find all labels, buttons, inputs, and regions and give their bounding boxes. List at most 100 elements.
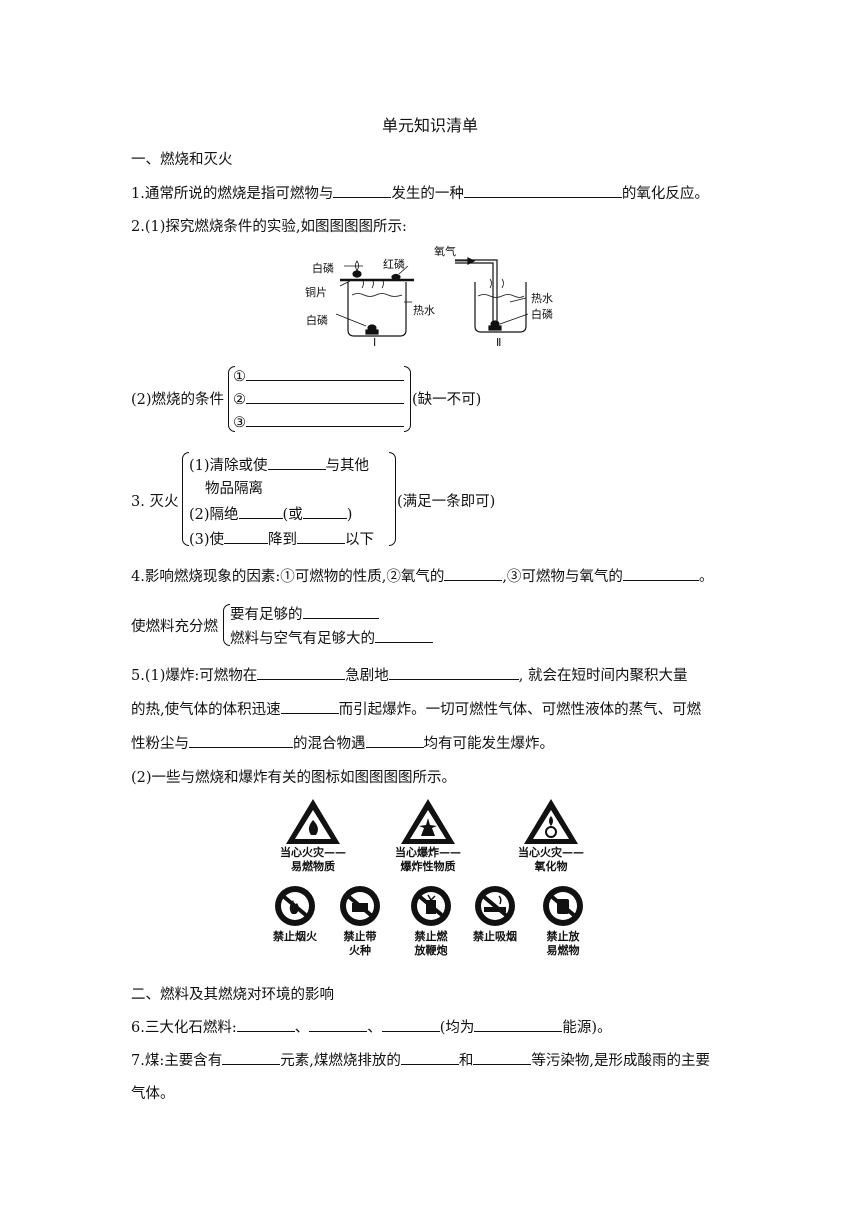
caption: 禁止放易燃物 (528, 930, 598, 958)
no-tinder-icon (340, 886, 380, 926)
q3-text: 以下 (345, 532, 375, 548)
blank[interactable] (302, 504, 347, 519)
ban-sign-fire: 禁止烟火 (260, 880, 330, 944)
blank[interactable] (224, 529, 269, 544)
blank[interactable] (246, 389, 404, 404)
warning-sign-fire: 当心火灾——易燃物质 (268, 796, 358, 874)
ban-sign-firecracker: 禁止燃放鞭炮 (396, 880, 466, 958)
right-brace (404, 366, 411, 432)
blank[interactable] (302, 604, 379, 619)
blank[interactable] (463, 183, 622, 198)
caption-line: 易燃物质 (291, 860, 335, 873)
label-beaker-2: Ⅱ (496, 336, 502, 349)
caption-line: 爆炸性物质 (400, 860, 456, 873)
q4-text-a: 4.影响燃烧现象的因素:①可燃物的性质,②氧气的 (131, 569, 445, 585)
section-heading-1: 一、燃烧和灭火 (131, 152, 233, 168)
q3-text: ) (346, 507, 353, 523)
caption: 禁止烟火 (260, 930, 330, 944)
label-oxygen: 氧气 (434, 245, 456, 258)
q3-line-1: (1)清除或使与其他 (189, 454, 369, 475)
label-hot-water-1: 热水 (413, 304, 435, 317)
blank[interactable] (333, 183, 392, 198)
q5-text: 而引起爆炸。一切可燃性气体、可燃性液体的蒸气、可燃 (338, 702, 702, 718)
q7-text: 等污染物,是形成酸雨的主要 (531, 1053, 710, 1069)
blank[interactable] (189, 733, 293, 748)
ban-sign-flammables: 禁止放易燃物 (528, 880, 598, 958)
question-7-line-1: 7.煤:主要含有元素,煤燃烧排放的和等污染物,是形成酸雨的主要 (131, 1049, 710, 1070)
q3-text: (3)使 (189, 532, 225, 548)
condition-2-marker: ② (233, 392, 246, 408)
blank[interactable] (400, 1050, 459, 1065)
label-hot-water-2: 热水 (531, 292, 553, 305)
left-brace (228, 366, 235, 432)
q6-text: (均为 (439, 1020, 475, 1036)
blank[interactable] (238, 504, 283, 519)
q2-2-tail: (缺一不可) (412, 392, 482, 408)
full-burn-lead: 使燃料充分燃 (131, 619, 218, 635)
blank[interactable] (297, 529, 346, 544)
q3-line-2: (2)隔绝(或) (189, 503, 352, 524)
q1-text-c: 的氧化反应。 (621, 186, 709, 202)
caption-line: 火种 (349, 944, 371, 957)
q3-line-3: (3)使 降到 以下 (189, 528, 374, 549)
caption: 禁止带火种 (325, 930, 395, 958)
q3-text: (1)清除或使 (189, 458, 268, 474)
q5-text: 急剧地 (345, 668, 389, 684)
q1-text-b: 发生的一种 (391, 186, 464, 202)
question-6: 6.三大化石燃料:、、(均为能源)。 (131, 1016, 612, 1037)
blank[interactable] (474, 1017, 563, 1032)
blank[interactable] (267, 455, 326, 470)
label-beaker-1: Ⅰ (373, 336, 377, 349)
caption: 禁止燃放鞭炮 (396, 930, 466, 958)
blank[interactable] (381, 1017, 440, 1032)
q5-text: , 就会在短时间内聚积大量 (518, 668, 688, 684)
caption: 当心火灾——氧化物 (506, 846, 596, 874)
blank[interactable] (622, 566, 699, 581)
right-brace (389, 452, 396, 546)
caption-line: 易燃物 (546, 944, 580, 957)
q1-text-a: 1.通常所说的燃烧是指可燃物与 (131, 186, 334, 202)
caption-line: 当心火灾—— (280, 846, 346, 859)
blank[interactable] (365, 733, 424, 748)
ban-sign-smoking: 禁止吸烟 (460, 880, 530, 944)
q5-text: 的混合物遇 (293, 736, 366, 752)
caption-line: 禁止烟火 (273, 930, 317, 943)
label-white-p-bottom: 白磷 (306, 314, 328, 327)
question-4: 4.影响燃烧现象的因素:①可燃物的性质,②氧气的,③可燃物与氧气的。 (131, 565, 713, 586)
q5-text: 的热,使气体的体积迅速 (131, 702, 281, 718)
label-white-p-top: 白磷 (312, 262, 334, 275)
blank[interactable] (309, 1017, 368, 1032)
blank[interactable] (375, 628, 433, 643)
blank[interactable] (246, 366, 404, 381)
caption-line: 禁止放 (546, 930, 580, 943)
oxidizer-warning-icon (524, 799, 578, 844)
section-heading-2: 二、燃料及其燃烧对环境的影响 (131, 987, 334, 1003)
ban-sign-tinder: 禁止带火种 (325, 880, 395, 958)
blank[interactable] (246, 412, 404, 427)
warning-sign-explosion: 当心爆炸——爆炸性物质 (383, 796, 473, 874)
blank[interactable] (473, 1050, 532, 1065)
explosion-warning-icon (401, 799, 455, 844)
q3-text: 降到 (268, 532, 298, 548)
blank[interactable] (257, 665, 346, 680)
caption: 当心爆炸——爆炸性物质 (383, 846, 473, 874)
q5-text: 均有可能发生爆炸。 (423, 736, 555, 752)
caption: 当心火灾——易燃物质 (268, 846, 358, 874)
q7-text: 7.煤:主要含有 (131, 1053, 223, 1069)
question-1: 1.通常所说的燃烧是指可燃物与 发生的一种 的氧化反应。 (131, 182, 709, 203)
prohibition-signs: 禁止烟火 禁止带火种 禁止燃放鞭炮 禁止吸烟 禁止放易燃物 (260, 880, 600, 970)
blank[interactable] (236, 1017, 295, 1032)
q6-text: 能源)。 (562, 1020, 612, 1036)
q6-text: 、 (367, 1020, 382, 1036)
condition-1: ① (233, 366, 404, 385)
condition-3: ③ (233, 412, 404, 431)
blank[interactable] (222, 1050, 281, 1065)
label-red-p: 红磷 (383, 258, 405, 271)
blank[interactable] (388, 665, 519, 680)
q5-text: 性粉尘与 (131, 736, 189, 752)
caption-line: 禁止吸烟 (473, 930, 517, 943)
blank[interactable] (280, 699, 339, 714)
label-white-p-2: 白磷 (531, 308, 553, 321)
flammable-warning-icon (286, 799, 340, 844)
blank[interactable] (444, 566, 503, 581)
